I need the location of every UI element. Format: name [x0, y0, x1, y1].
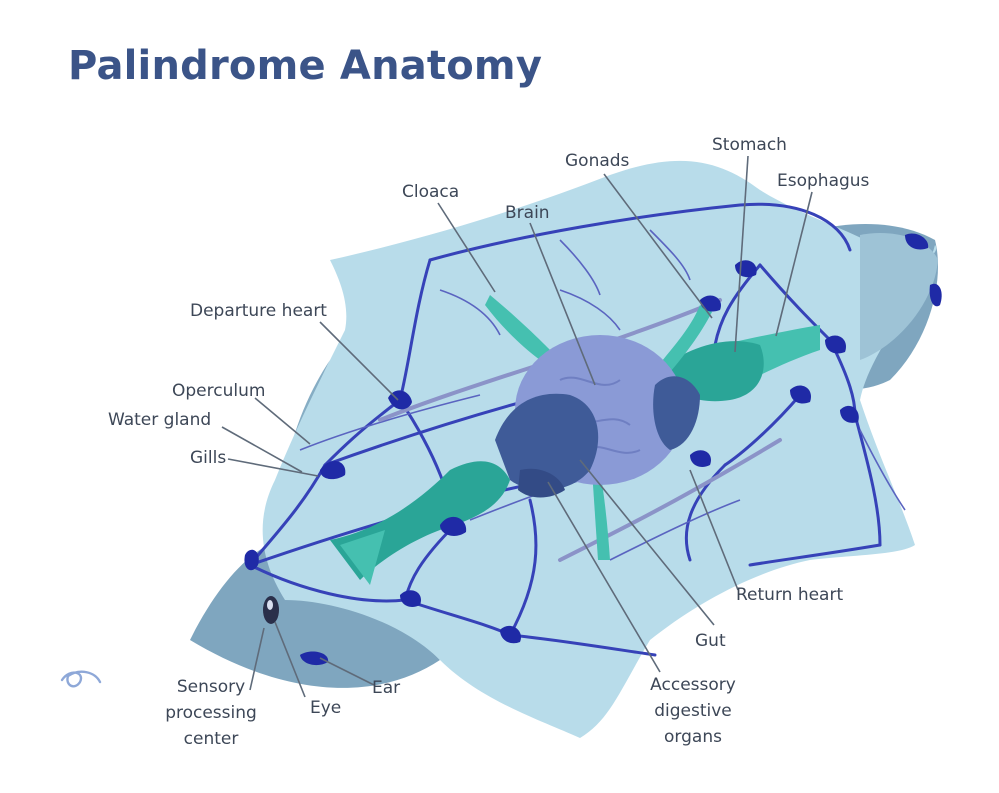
label-water-gland: Water gland [108, 410, 211, 430]
central-organs [495, 335, 700, 498]
label-esophagus: Esophagus [777, 171, 870, 191]
label-return-heart: Return heart [736, 585, 843, 605]
label-sensory-line1: Sensory [177, 677, 245, 697]
leader-lines [221, 155, 813, 698]
lower-tube [592, 470, 610, 560]
gonad-tube [655, 305, 712, 378]
label-operculum: Operculum [172, 381, 265, 401]
body-head-lobe [860, 232, 938, 360]
labels: Stomach Gonads Esophagus Cloaca Brain De… [108, 135, 870, 749]
label-sensory-line2: processing [165, 703, 257, 723]
accessory-organ-dark [495, 393, 599, 491]
label-accessory-line3: organs [664, 727, 722, 747]
label-gut: Gut [695, 631, 726, 651]
label-departure-heart: Departure heart [190, 301, 327, 321]
label-brain: Brain [505, 203, 550, 223]
gut-tail [340, 530, 385, 585]
thin-vessels [299, 229, 906, 561]
label-accessory-line2: digestive [654, 701, 732, 721]
cloaca-tube [485, 295, 550, 360]
eye-organ [263, 596, 279, 624]
vessel-network [248, 202, 882, 657]
body-lower-shadow [190, 534, 440, 688]
label-eye: Eye [310, 698, 341, 718]
artist-signature [60, 670, 102, 688]
right-dark-organ [653, 376, 700, 450]
digestive-tract [330, 295, 820, 585]
label-ear: Ear [372, 678, 400, 698]
label-stomach: Stomach [712, 135, 787, 155]
label-accessory-line1: Accessory [650, 675, 736, 695]
label-sensory-line3: center [184, 729, 239, 749]
page-title: Palindrome Anatomy [68, 43, 543, 89]
label-gonads: Gonads [565, 151, 630, 171]
label-cloaca: Cloaca [402, 182, 459, 202]
label-gills: Gills [190, 448, 226, 468]
